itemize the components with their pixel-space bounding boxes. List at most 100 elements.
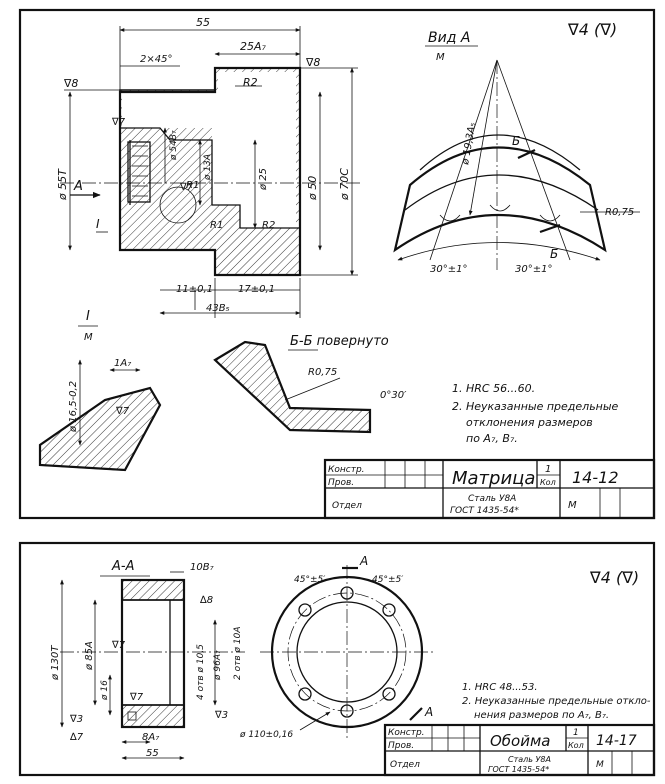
- rough-7-detail: ∇7: [115, 406, 130, 417]
- sheet-2-notes: 1. HRC 48...53. 2. Неуказанные предельны…: [462, 682, 651, 721]
- view-a: Вид А М ø 19,3А₅ Б Б R0,75 30°±1° 30°±1°: [393, 30, 640, 275]
- detail-i-circle: [159, 186, 197, 224]
- dim-angle-2: 30°±1°: [515, 264, 552, 275]
- view-a-arc-mid: [404, 174, 599, 211]
- sheet-2-frame: [18, 541, 656, 777]
- dim-45-b: 45°±5′: [372, 575, 403, 585]
- ring-plan-view: 45°±5′ 45°±5′ А А ø 110±0,16: [239, 554, 434, 740]
- dim-d85: ø 85А: [84, 641, 95, 671]
- section-cut-mark: [409, 707, 423, 721]
- tb-part-name: Обойма: [490, 732, 551, 750]
- dim-45-a: 45°±5′: [294, 575, 325, 585]
- dim-r2-low: R2: [262, 220, 275, 231]
- tb-otdel: Отдел: [390, 760, 420, 770]
- sheet-1-notes: 1. HRC 56...60. 2. Неуказанные предельны…: [452, 382, 619, 445]
- matrix-dimensions: 55 25A₇ 2×45° R2 ∇8 ∇8 ∇7 ∇7 ø 55Т ø 54В…: [56, 16, 358, 318]
- dim-angle-arc: [397, 242, 601, 261]
- ring-contour: [120, 578, 186, 729]
- section-bb-title: Б-Б повернуто: [290, 334, 389, 349]
- view-a-notches: [439, 204, 561, 222]
- dim-d13: ø 13А: [203, 154, 213, 181]
- tb-qty: 1: [573, 728, 579, 738]
- sheet-2-roughness: ∇4 (∇): [589, 568, 639, 587]
- rough-7-ring-a: ∇7: [111, 640, 126, 651]
- dim-holes-2: 2 отв ø 10А: [233, 627, 243, 680]
- section-bb-contour: [213, 340, 372, 434]
- ring-top-hatch: [121, 579, 185, 601]
- dim-17: 17±0,1: [238, 284, 275, 295]
- tb-number: 14-17: [596, 733, 637, 749]
- note-line: по А₇, В₇.: [466, 432, 518, 445]
- leader: [284, 377, 341, 401]
- dim-d70: ø 70С: [338, 168, 351, 201]
- note-line: 1. HRC 48...53.: [462, 682, 538, 693]
- tb-material-1: Сталь У8А: [468, 494, 516, 504]
- note-line: 1. HRC 56...60.: [452, 382, 535, 395]
- tb-material-2: ГОСТ 1435-54*: [450, 506, 519, 516]
- dim-8: 8А₇: [142, 732, 159, 743]
- sheet-1: ∇4 (∇) 55 25A₇ 2×45°: [18, 8, 656, 520]
- tb-konstr: Констр.: [328, 465, 365, 475]
- tb-qty: 1: [545, 464, 551, 475]
- section-cut-mark: [517, 149, 536, 159]
- sheet-1-titleblock: Констр. Пров. Отдел Матрица 1 Кол 14-12 …: [323, 458, 656, 520]
- detail-i-title: I: [86, 309, 90, 324]
- dim-r075-b: R0,75: [308, 367, 337, 378]
- dim-r2-top: R2: [243, 76, 258, 89]
- dim-r1-a: R1: [186, 180, 199, 191]
- dim-25: 25A₇: [240, 40, 267, 53]
- section-a-mark-bottom: А: [424, 705, 433, 719]
- view-a-ray: [496, 59, 571, 261]
- dim-10: 10В₇: [190, 562, 214, 573]
- section-bb-body: [213, 341, 371, 433]
- detail-i-body: [39, 387, 161, 471]
- dim-holes: 4 отв ø 10,5: [196, 644, 206, 700]
- dim-d193-line: [468, 59, 498, 216]
- ring-hole: [382, 687, 396, 701]
- rough-8-ring: ∆8: [199, 595, 213, 606]
- section-bb: Б-Б повернуто R0,75 0°30′: [213, 334, 407, 434]
- tb-otdel: Отдел: [332, 501, 362, 511]
- detail-i-contour: [38, 386, 162, 472]
- detail-i: I М 1A₇ ø 16,5-0,2 ∇7: [38, 309, 162, 472]
- view-a-scale: М: [436, 52, 445, 63]
- ring-bottom-hatch: [121, 704, 185, 728]
- tb-part-name: Матрица: [452, 468, 535, 489]
- rough-7-ring-b: ∇7: [129, 692, 144, 703]
- dim-angle-1: 30°±1°: [430, 264, 467, 275]
- spline-teeth-lines: [132, 145, 148, 197]
- tb-qty-label: Кол: [540, 478, 556, 487]
- ring-hole: [127, 711, 137, 721]
- tb-scale: М: [596, 760, 604, 770]
- view-a-ray: [429, 59, 498, 261]
- view-a-arrow-label: А: [73, 179, 83, 194]
- dim-1a7: 1A₇: [114, 358, 131, 369]
- rough-7-mid: ∇7: [179, 182, 194, 193]
- dim-d110: ø 110±0,16: [239, 730, 293, 740]
- sheet-1-roughness: ∇4 (∇): [567, 20, 617, 39]
- dim-55-2: 55: [146, 748, 159, 759]
- note-line: отклонения размеров: [466, 416, 593, 429]
- dim-r1-b: R1: [210, 220, 223, 231]
- detail-i-mark: I: [96, 217, 100, 231]
- dim-chamfer: 2×45°: [140, 54, 172, 65]
- view-a-arc-outer: [419, 134, 581, 171]
- dim-d25: ø 25: [258, 168, 269, 191]
- ring-hole: [340, 586, 354, 600]
- view-a-title: Вид А: [428, 30, 470, 46]
- section-b-mark-2: Б: [550, 247, 558, 261]
- view-a-arc-body: [393, 146, 607, 253]
- dim-d557: ø 55Т: [56, 168, 69, 201]
- tb-qty-label: Кол: [568, 741, 584, 750]
- note-line: нения размеров по А₇, В₇.: [474, 710, 609, 721]
- tb-prov: Пров.: [328, 478, 354, 488]
- ring-hole: [340, 704, 354, 718]
- ring-hole: [298, 603, 312, 617]
- dim-0-30: 0°30′: [380, 390, 407, 401]
- section-cut-mark: [539, 223, 561, 234]
- dim-43: 43В₅: [206, 303, 230, 314]
- detail-i-scale: М: [84, 332, 93, 343]
- ring-hole: [298, 687, 312, 701]
- matrix-main-section: [60, 66, 360, 277]
- tb-material-2: ГОСТ 1435-54*: [488, 765, 549, 774]
